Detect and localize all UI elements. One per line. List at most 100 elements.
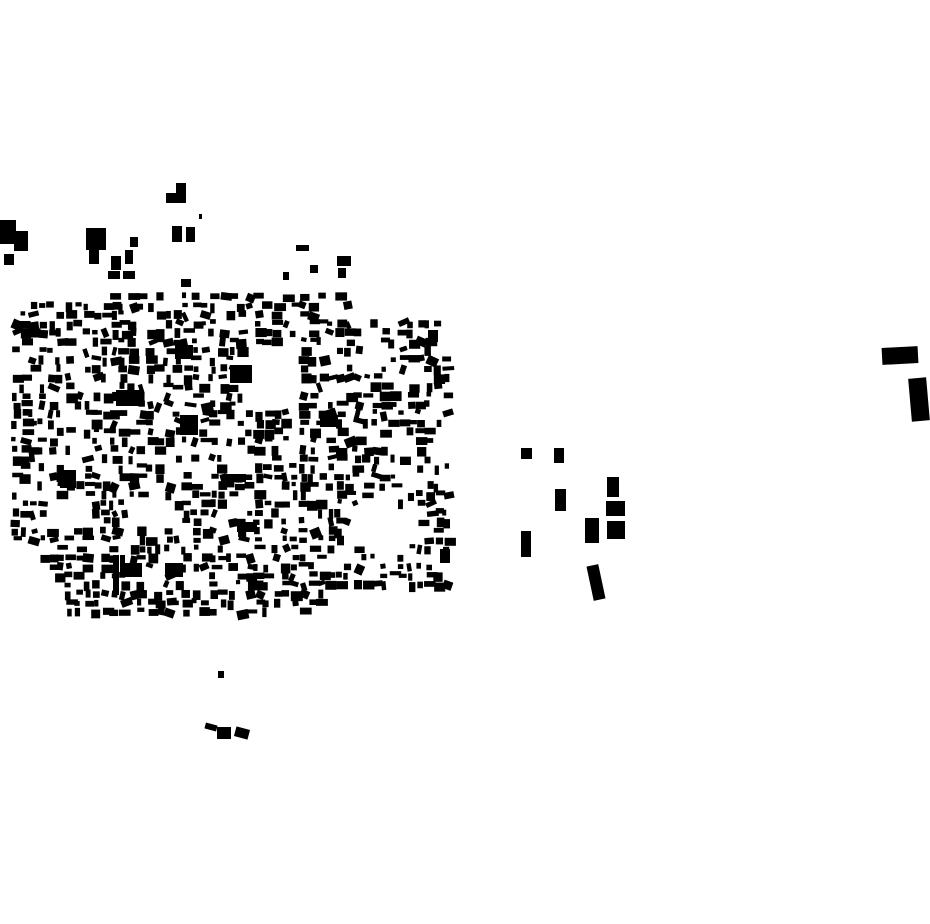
building (351, 445, 358, 452)
building (346, 339, 355, 347)
building (309, 545, 322, 552)
building (182, 292, 187, 299)
building (263, 582, 268, 591)
building (407, 401, 416, 409)
building (217, 454, 222, 462)
building (191, 483, 203, 490)
building (406, 420, 417, 425)
building (175, 455, 182, 463)
building (319, 473, 327, 480)
building (370, 463, 378, 473)
building (129, 491, 134, 497)
building (22, 409, 29, 416)
building (391, 483, 403, 488)
building (55, 328, 61, 337)
building (425, 498, 438, 508)
building (254, 580, 264, 591)
building (444, 537, 456, 546)
building (210, 303, 215, 314)
building (86, 228, 106, 250)
building (22, 500, 29, 506)
building (47, 382, 61, 393)
building (28, 409, 33, 417)
building (56, 427, 64, 436)
building (46, 301, 54, 308)
building (361, 554, 367, 561)
building (274, 501, 284, 508)
building (55, 357, 60, 365)
building (49, 329, 61, 336)
building (193, 537, 201, 543)
building (37, 481, 42, 491)
building (125, 250, 133, 264)
building (443, 519, 451, 529)
building (443, 491, 455, 500)
building (417, 581, 423, 589)
building (426, 564, 432, 571)
building (235, 580, 241, 585)
building (199, 607, 210, 616)
building (137, 383, 145, 395)
building (217, 499, 228, 509)
building (442, 546, 450, 553)
building (154, 337, 165, 343)
building (162, 580, 170, 588)
building (399, 456, 411, 466)
building (262, 600, 269, 608)
building (49, 564, 60, 570)
building (38, 463, 45, 472)
building (338, 268, 346, 278)
building (217, 545, 223, 553)
building (129, 348, 140, 357)
building (31, 528, 39, 535)
building (381, 581, 387, 591)
building (190, 509, 197, 516)
building (30, 301, 38, 310)
building (300, 311, 310, 317)
building (109, 410, 120, 420)
building (280, 527, 289, 535)
building (318, 354, 332, 367)
building (271, 445, 279, 456)
building (48, 447, 57, 455)
building (217, 464, 228, 474)
building (191, 598, 197, 604)
building (233, 726, 251, 740)
building (146, 355, 158, 364)
building (121, 330, 134, 340)
building (346, 392, 359, 403)
building (65, 562, 73, 570)
building (184, 401, 197, 408)
building (426, 492, 435, 501)
building (283, 272, 289, 280)
building (39, 393, 46, 399)
building (11, 528, 18, 536)
building (291, 481, 296, 487)
building (108, 271, 120, 279)
building (299, 427, 305, 435)
building (12, 508, 20, 517)
building (262, 573, 275, 579)
building (116, 390, 142, 406)
building (66, 427, 76, 433)
building (218, 491, 225, 499)
building (56, 311, 65, 319)
building (28, 510, 36, 521)
building (555, 489, 566, 511)
building (256, 338, 264, 345)
building (344, 328, 356, 336)
building (265, 410, 276, 417)
building (337, 490, 348, 499)
building (119, 473, 131, 482)
building (191, 292, 200, 300)
building (110, 293, 122, 300)
building (371, 419, 377, 426)
building (127, 364, 141, 376)
building (92, 337, 99, 347)
building (237, 573, 248, 580)
building (210, 400, 216, 407)
building (317, 554, 327, 559)
building (146, 419, 153, 426)
building (103, 411, 112, 420)
building (137, 598, 142, 606)
